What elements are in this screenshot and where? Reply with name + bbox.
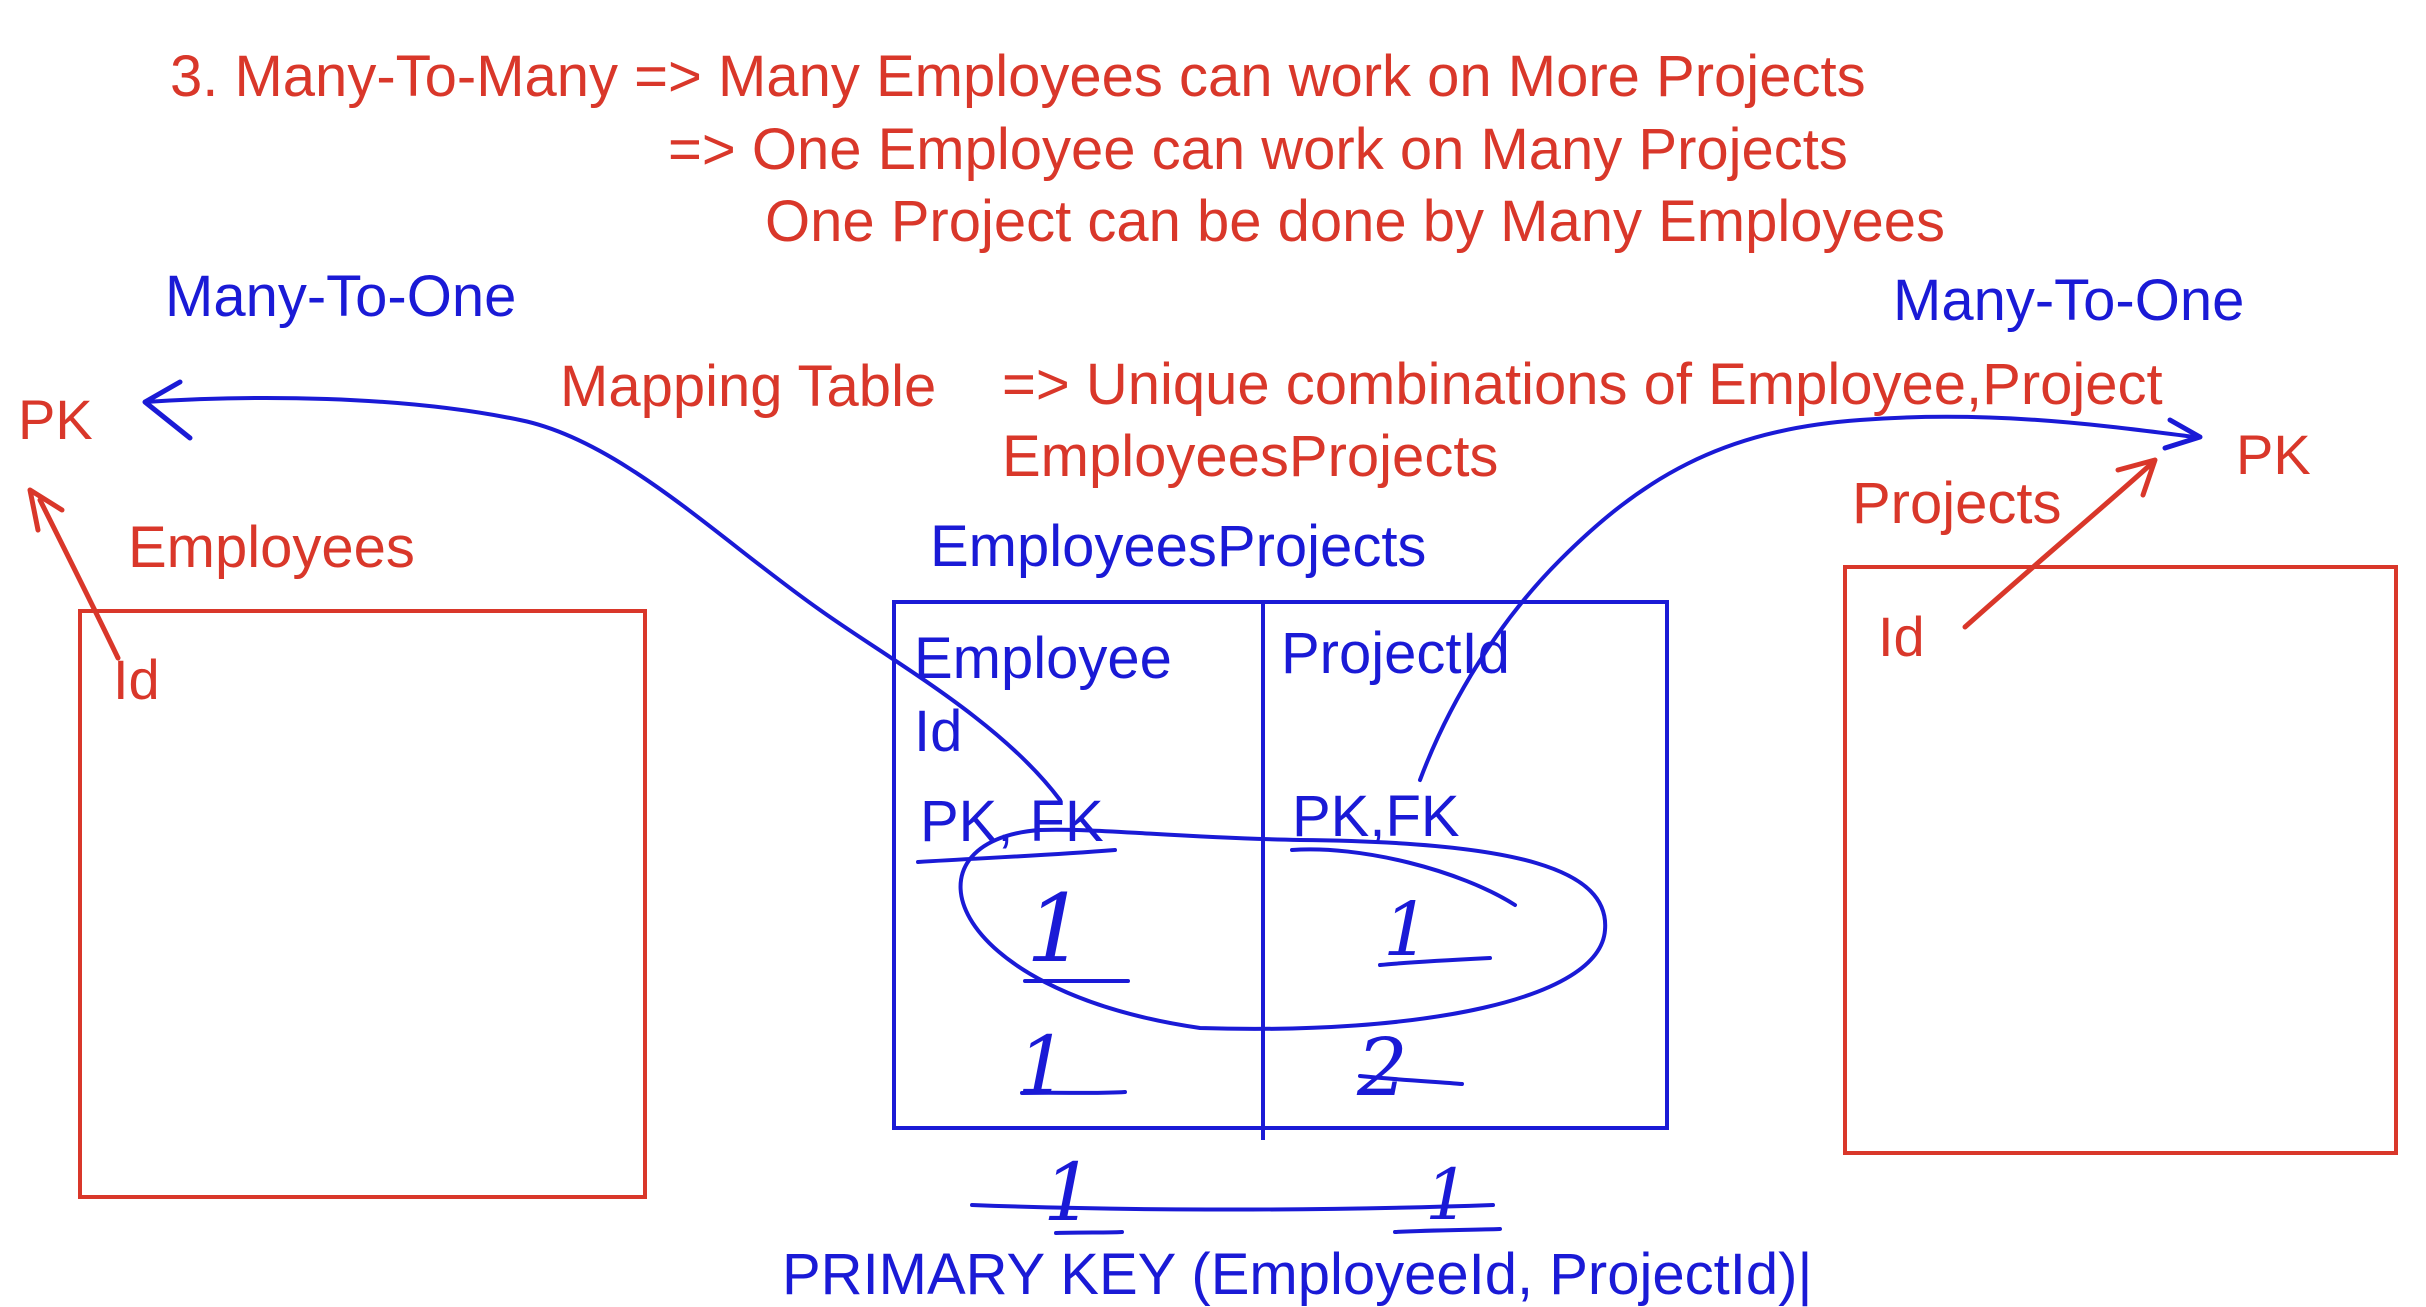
join-col1-header-line-2: Id: [914, 699, 963, 764]
fk-curve-projects: [1418, 414, 2197, 782]
projects-table-title: Projects: [1852, 471, 2062, 536]
mapping-table-name: EmployeesProjects: [1002, 424, 1499, 489]
row-2-project-underline: [1358, 1074, 1464, 1086]
primary-key-statement: PRIMARY KEY (EmployeeId, ProjectId)|: [782, 1242, 1813, 1307]
join-table-title: EmployeesProjects: [930, 514, 1427, 579]
pk-mark-left: 1: [1043, 1146, 1094, 1239]
pk-mark-right-underline: [1393, 1227, 1502, 1234]
relation-label-right: Many-To-One: [1893, 268, 2245, 333]
join-col1-header-line-1: Employee: [914, 626, 1172, 691]
fk-arrow-head-projects: [2162, 417, 2203, 451]
row-1-project-underline: [1378, 956, 1492, 967]
join-col2-key-label: PK,FK: [1292, 784, 1460, 849]
pk-fk-stroke-right: [1290, 847, 1517, 907]
unique-combination-ellipse: [958, 827, 1608, 1031]
projects-pk-arrow-head: [2115, 457, 2158, 498]
join-col1-key-label: PK, FK: [920, 789, 1104, 854]
mapping-table-label: Mapping Table: [560, 354, 937, 419]
projects-pk-label: PK: [2236, 423, 2311, 486]
pk-mark-right: 1: [1425, 1154, 1470, 1236]
fk-arrow-head-employees: [142, 379, 193, 441]
heading-line-3: One Project can be done by Many Employee…: [765, 189, 1945, 254]
projects-pk-arrow-line: [1962, 462, 2153, 630]
projects-id-column: Id: [1878, 605, 1925, 668]
pk-fk-underline-left: [916, 848, 1117, 864]
employees-table-box: [78, 609, 647, 1199]
mapping-table-description: => Unique combinations of Employee,Proje…: [1002, 352, 2163, 417]
row-2-employee-underline: [1020, 1090, 1127, 1095]
relation-label-left: Many-To-One: [165, 264, 517, 329]
fk-curve-employees: [143, 395, 1062, 802]
join-table-box: [892, 600, 1669, 1130]
employees-table-title: Employees: [128, 515, 415, 580]
join-row-2-project-value: 2: [1357, 1021, 1408, 1114]
employees-pk-arrow-head: [27, 487, 65, 533]
pk-mark-connector: [970, 1203, 1495, 1212]
heading-line-1: 3. Many-To-Many => Many Employees can wo…: [170, 44, 1866, 109]
projects-table-box: [1843, 565, 2398, 1155]
join-row-1-project-value: 1: [1383, 887, 1431, 973]
employees-id-column: Id: [113, 648, 160, 711]
join-row-1-employee-value: 1: [1026, 875, 1086, 984]
employees-pk-label: PK: [18, 388, 93, 451]
pk-mark-left-underline: [1054, 1230, 1124, 1235]
heading-line-2: => One Employee can work on Many Project…: [668, 117, 1848, 182]
employees-pk-arrow-line: [37, 497, 121, 661]
